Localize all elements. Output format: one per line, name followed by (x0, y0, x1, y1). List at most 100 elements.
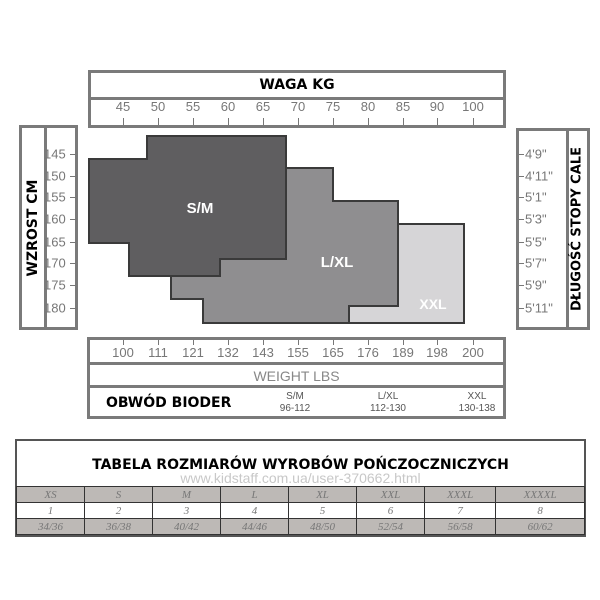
table-cell: XL (288, 486, 357, 503)
tick-mark (403, 340, 404, 345)
tick-mark (70, 197, 76, 198)
tick-mark (263, 340, 264, 345)
region-label-xxl: XXL (419, 296, 447, 312)
weight-kg-tick-label: 45 (115, 99, 131, 114)
weight-kg-tick-label: 50 (150, 99, 166, 114)
weight-lbs-tick-label: 155 (287, 345, 309, 360)
table-cell: 52/54 (356, 518, 425, 535)
tick-mark (437, 340, 438, 345)
tick-mark (403, 118, 404, 125)
tick-mark (70, 263, 76, 264)
tick-mark (193, 340, 194, 345)
table-cell: 4 (220, 502, 289, 519)
table-cell: 48/50 (288, 518, 357, 535)
weight-kg-tick-label: 65 (255, 99, 271, 114)
tick-mark (158, 118, 159, 125)
table-cell: 40/42 (152, 518, 221, 535)
tick-mark (519, 308, 524, 309)
tick-mark (519, 242, 524, 243)
height-ft-tick-label: 5'7" (525, 255, 547, 271)
height-cm-tick-label: 170 (44, 255, 66, 271)
tick-mark (123, 340, 124, 345)
tick-mark (473, 340, 474, 345)
divider (566, 131, 569, 327)
tick-mark (70, 219, 76, 220)
table-cell: 7 (423, 502, 497, 519)
watermark: www.kidstaff.com.ua/user-370662.html (180, 470, 421, 486)
size-table: TABELA ROZMIARÓW WYROBÓW POŃCZOCZNICZYCH… (15, 439, 586, 537)
weight-lbs-tick-label: 143 (252, 345, 274, 360)
height-ft-axis: DŁUGOŚĆ STOPY CALE 4'9"4'11"5'1"5'3"5'5"… (516, 128, 590, 330)
hips-size-range: 96-112 (279, 403, 311, 414)
weight-lbs-tick-label: 198 (426, 345, 448, 360)
table-cell: XS (16, 486, 85, 503)
weight-lbs-tick-label: 121 (182, 345, 204, 360)
weight-kg-tick-label: 100 (462, 99, 484, 114)
divider (90, 385, 503, 388)
weight-kg-tick-label: 80 (360, 99, 376, 114)
tick-mark (70, 176, 76, 177)
weight-lbs-tick-label: 176 (357, 345, 379, 360)
table-cell: 5 (288, 502, 357, 519)
table-cell: 36/38 (84, 518, 153, 535)
weight-lbs-tick-label: 100 (112, 345, 134, 360)
table-cell: XXXL (423, 486, 497, 503)
weight-kg-tick-label: 55 (185, 99, 201, 114)
height-ft-tick-label: 5'5" (525, 234, 547, 250)
tick-mark (298, 118, 299, 125)
table-cell: 8 (495, 502, 585, 519)
tick-mark (263, 118, 264, 125)
divider (90, 362, 503, 365)
table-cell: 34/36 (16, 518, 85, 535)
table-cell: 60/62 (495, 518, 585, 535)
hips-size-range: 112-130 (370, 403, 406, 414)
weight-lbs-tick-label: 132 (217, 345, 239, 360)
height-cm-tick-label: 145 (44, 146, 66, 162)
tick-mark (228, 118, 229, 125)
height-cm-tick-label: 155 (44, 189, 66, 205)
tick-mark (519, 176, 524, 177)
tick-mark (368, 340, 369, 345)
height-cm-tick-label: 165 (44, 234, 66, 250)
tick-mark (333, 118, 334, 125)
height-ft-tick-label: 4'11" (525, 168, 553, 184)
table-cell: 2 (84, 502, 153, 519)
hips-size-range: 130-138 (458, 403, 496, 414)
weight-lbs-tick-label: 200 (462, 345, 484, 360)
table-cell: 1 (16, 502, 85, 519)
weight-kg-tick-label: 60 (220, 99, 236, 114)
weight-lbs-tick-label: 165 (322, 345, 344, 360)
tick-mark (519, 263, 524, 264)
table-cell: 6 (356, 502, 425, 519)
weight-lbs-title: WEIGHT LBS (253, 368, 340, 384)
height-ft-tick-label: 5'9" (525, 277, 547, 293)
hips-size-label: S/M (286, 391, 304, 402)
weight-kg-tick-label: 75 (325, 99, 341, 114)
table-cell: 56/58 (423, 518, 497, 535)
weight-kg-tick-label: 90 (429, 99, 445, 114)
hips-title: OBWÓD BIODER (106, 395, 232, 411)
tick-mark (158, 340, 159, 345)
tick-mark (123, 118, 124, 125)
region-label-s-m: S/M (187, 200, 214, 217)
table-cell: M (152, 486, 221, 503)
tick-mark (70, 154, 76, 155)
tick-mark (368, 118, 369, 125)
height-cm-tick-label: 150 (44, 168, 66, 184)
height-ft-tick-label: 5'1" (525, 189, 547, 205)
weight-kg-tick-label: 70 (290, 99, 306, 114)
table-cell: 44/46 (220, 518, 289, 535)
tick-mark (437, 118, 438, 125)
hips-size-label: XXL (467, 391, 487, 402)
height-ft-tick-label: 5'11" (525, 300, 553, 316)
divider (91, 97, 503, 100)
table-cell: XXXXL (495, 486, 585, 503)
height-ft-tick-label: 5'3" (525, 211, 547, 227)
